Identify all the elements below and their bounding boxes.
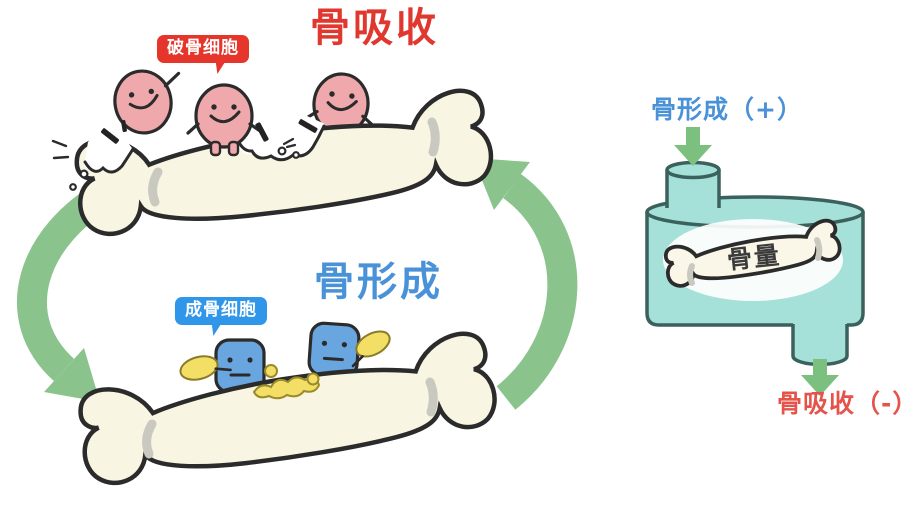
bone-shading <box>148 167 163 207</box>
bone-resorption-bone-icon <box>72 87 495 240</box>
mouth <box>322 356 344 362</box>
eye <box>329 91 335 97</box>
osteoclast-cell-icon <box>186 83 262 157</box>
osteoclast-label: 破骨细胞 <box>167 38 239 58</box>
arm <box>163 71 181 88</box>
bone-shading <box>427 117 440 157</box>
smile <box>326 100 358 112</box>
bone-mass-label: 骨量 <box>725 240 783 275</box>
eye <box>211 104 217 110</box>
pick-tool-icon <box>121 119 127 133</box>
bone-resorption-output-label: 骨吸收（-） <box>777 389 914 418</box>
trowel-icon <box>351 330 391 368</box>
bone-formation-input-label: 骨形成（+） <box>651 95 803 124</box>
bone-shading <box>142 419 157 459</box>
eye <box>231 104 237 110</box>
eye <box>148 88 154 95</box>
leg <box>209 140 222 157</box>
inflow-arrow-icon <box>674 127 712 166</box>
osteoclast-label-bubble: 破骨细胞 <box>157 35 249 63</box>
eye <box>349 93 355 99</box>
eye <box>247 357 253 363</box>
cycle-arrow-right-icon <box>473 158 578 410</box>
smile <box>128 93 159 110</box>
trowel-icon <box>179 355 232 381</box>
eye <box>341 342 347 348</box>
pick-tool-icon <box>101 128 119 144</box>
pick-tool-icon <box>255 122 269 142</box>
pick-tool-icon <box>298 119 318 133</box>
formation-title: 骨形成 <box>314 259 443 305</box>
osteoid-patch <box>252 364 321 400</box>
tank-inlet <box>665 160 721 208</box>
resorption-title: 骨吸收 <box>310 5 439 51</box>
leg <box>227 140 240 157</box>
outflow-arrow-icon <box>801 359 839 396</box>
osteoblast-label: 成骨细胞 <box>185 300 257 320</box>
osteoblast-label-bubble: 成骨细胞 <box>175 297 267 325</box>
resorption-bite-notch <box>83 130 135 174</box>
eye <box>128 92 135 98</box>
arm <box>186 122 200 135</box>
eye <box>321 340 328 346</box>
tank-outlet <box>791 321 849 367</box>
bone-shading <box>425 377 438 417</box>
bone-shading <box>814 237 823 261</box>
bone-mass-tank <box>645 127 865 396</box>
smile <box>209 110 241 124</box>
bone-shading <box>687 263 695 286</box>
eye <box>227 357 233 363</box>
bone-debris <box>51 137 300 191</box>
osteoclast-cell-icon <box>113 69 181 135</box>
bone-formation-bone-icon <box>75 329 499 489</box>
